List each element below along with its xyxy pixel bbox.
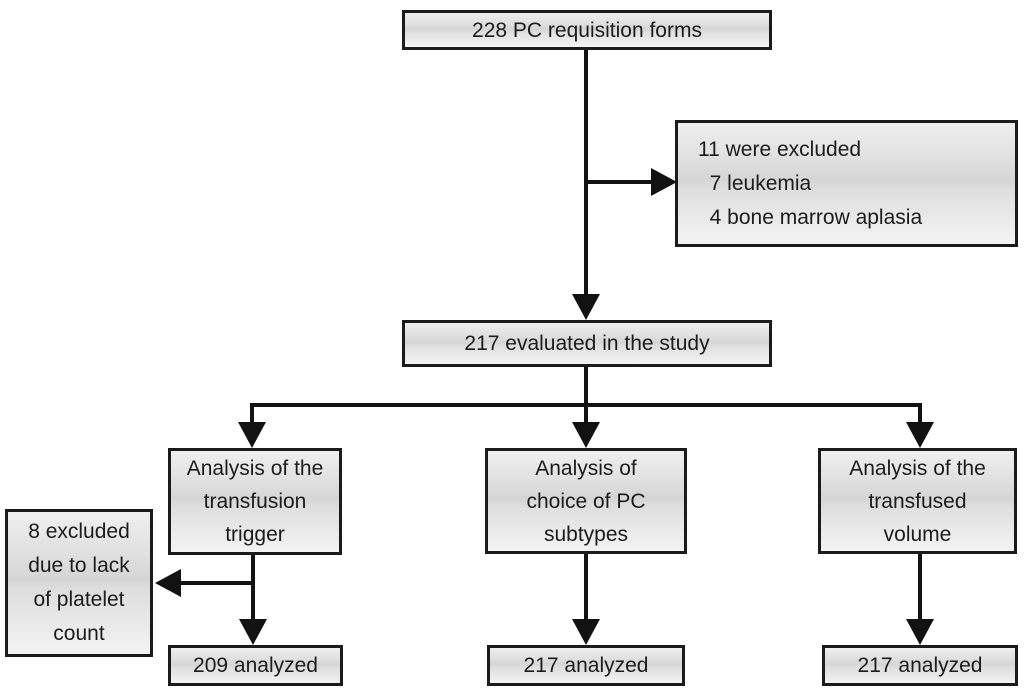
connector-branch-to-platelet-excluded bbox=[178, 581, 254, 585]
arrowhead-into-platelet-excluded-icon bbox=[155, 569, 181, 597]
node-analysis-transfusion-trigger: Analysis of the transfusion trigger bbox=[168, 448, 342, 555]
connector-distribution-horizontal bbox=[250, 403, 922, 407]
arrowhead-into-volume-icon bbox=[906, 422, 934, 448]
node-analysis-pc-subtypes: Analysis of choice of PC subtypes bbox=[485, 448, 687, 554]
arrowhead-into-excluded-icon bbox=[651, 168, 677, 196]
arrowhead-into-subtypes-icon bbox=[572, 422, 600, 448]
connector-evaluated-down bbox=[584, 367, 588, 425]
node-analyzed-subtypes: 217 analyzed bbox=[487, 645, 685, 686]
arrowhead-into-analyzed-subtypes-icon bbox=[572, 619, 600, 645]
node-analysis-transfused-volume: Analysis of the transfused volume bbox=[818, 448, 1017, 554]
arrowhead-into-trigger-icon bbox=[238, 422, 266, 448]
node-evaluated: 217 evaluated in the study bbox=[402, 320, 772, 367]
connector-trigger-to-analyzed bbox=[251, 553, 255, 621]
connector-drop-right bbox=[918, 403, 922, 425]
arrowhead-into-analyzed-volume-icon bbox=[906, 619, 934, 645]
node-analyzed-trigger: 209 analyzed bbox=[168, 645, 343, 686]
connector-volume-to-analyzed bbox=[918, 552, 922, 621]
arrowhead-into-evaluated-icon bbox=[572, 294, 600, 320]
connector-requisition-to-evaluated bbox=[584, 50, 588, 298]
connector-branch-to-excluded bbox=[584, 180, 654, 184]
node-requisition-forms: 228 PC requisition forms bbox=[402, 10, 772, 50]
node-analyzed-volume: 217 analyzed bbox=[822, 645, 1018, 686]
node-excluded: 11 were excluded 7 leukemia 4 bone marro… bbox=[675, 120, 1018, 247]
connector-drop-left bbox=[250, 403, 254, 425]
arrowhead-into-analyzed-trigger-icon bbox=[239, 619, 267, 645]
connector-subtypes-to-analyzed bbox=[584, 552, 588, 621]
node-platelet-excluded: 8 excluded due to lack of platelet count bbox=[5, 509, 153, 657]
